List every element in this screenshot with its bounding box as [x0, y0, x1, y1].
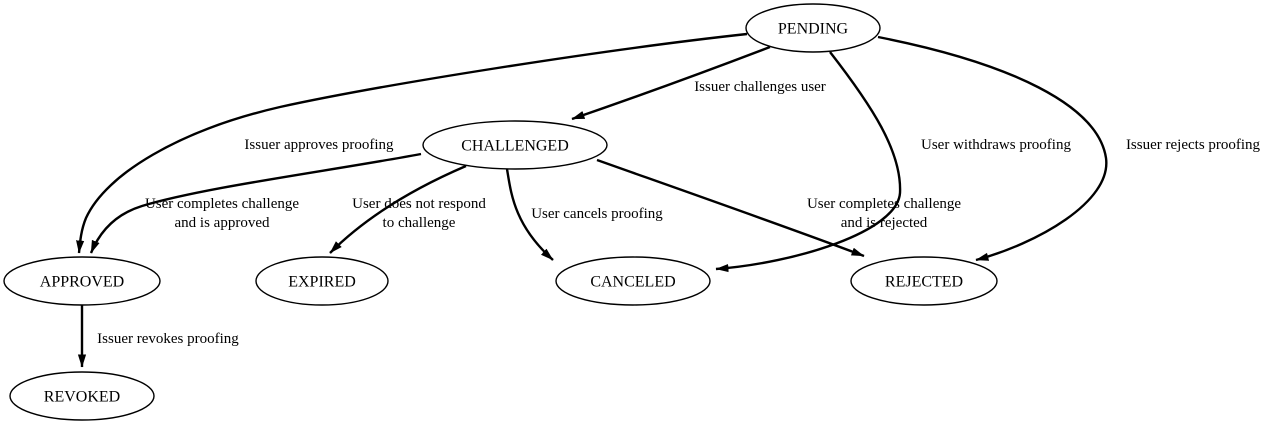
node-label-challenged: CHALLENGED — [461, 138, 569, 155]
node-label-expired: EXPIRED — [288, 274, 356, 291]
node-challenged: CHALLENGED — [422, 120, 608, 170]
node-ellipse-revoked — [9, 371, 155, 421]
edge-label-challenged-to-canceled: User cancels proofing — [531, 206, 663, 222]
nodes-layer: PENDING CHALLENGED APPROVED EXPIRED CANCELED… — [3, 3, 998, 421]
edges-layer — [76, 32, 1108, 368]
edge-pending-to-rejected — [877, 35, 1108, 262]
edge-pending-to-approved — [76, 32, 748, 254]
node-label-revoked: REVOKED — [44, 389, 120, 406]
node-ellipse-approved — [3, 256, 161, 306]
edge-label-approved-to-revoked: Issuer revokes proofing — [97, 331, 239, 347]
node-ellipse-rejected — [850, 256, 998, 306]
node-label-approved: APPROVED — [40, 274, 124, 291]
node-ellipse-expired — [255, 256, 389, 306]
node-approved: APPROVED — [3, 256, 161, 306]
node-rejected: REJECTED — [850, 256, 998, 306]
edge-pending-to-canceled — [715, 51, 902, 273]
node-pending: PENDING — [745, 3, 881, 53]
edge-challenged-to-expired — [329, 164, 467, 254]
edge-label-pending-to-challenged: Issuer challenges user — [694, 79, 826, 95]
node-label-canceled: CANCELED — [590, 274, 675, 291]
node-expired: EXPIRED — [255, 256, 389, 306]
node-ellipse-challenged — [422, 120, 608, 170]
edge-label-pending-to-canceled: User withdraws proofing — [921, 137, 1071, 153]
node-label-pending: PENDING — [778, 21, 849, 38]
edge-label-pending-to-approved: Issuer approves proofing — [244, 137, 394, 153]
edge-label-pending-to-rejected: Issuer rejects proofing — [1126, 137, 1261, 153]
edge-pending-to-challenged — [571, 45, 771, 121]
edge-challenged-to-canceled — [505, 168, 554, 261]
node-label-rejected: REJECTED — [885, 274, 963, 291]
edge-challenged-to-approved — [89, 152, 422, 254]
node-ellipse-canceled — [555, 256, 711, 306]
node-revoked: REVOKED — [9, 371, 155, 421]
node-canceled: CANCELED — [555, 256, 711, 306]
node-ellipse-pending — [745, 3, 881, 53]
